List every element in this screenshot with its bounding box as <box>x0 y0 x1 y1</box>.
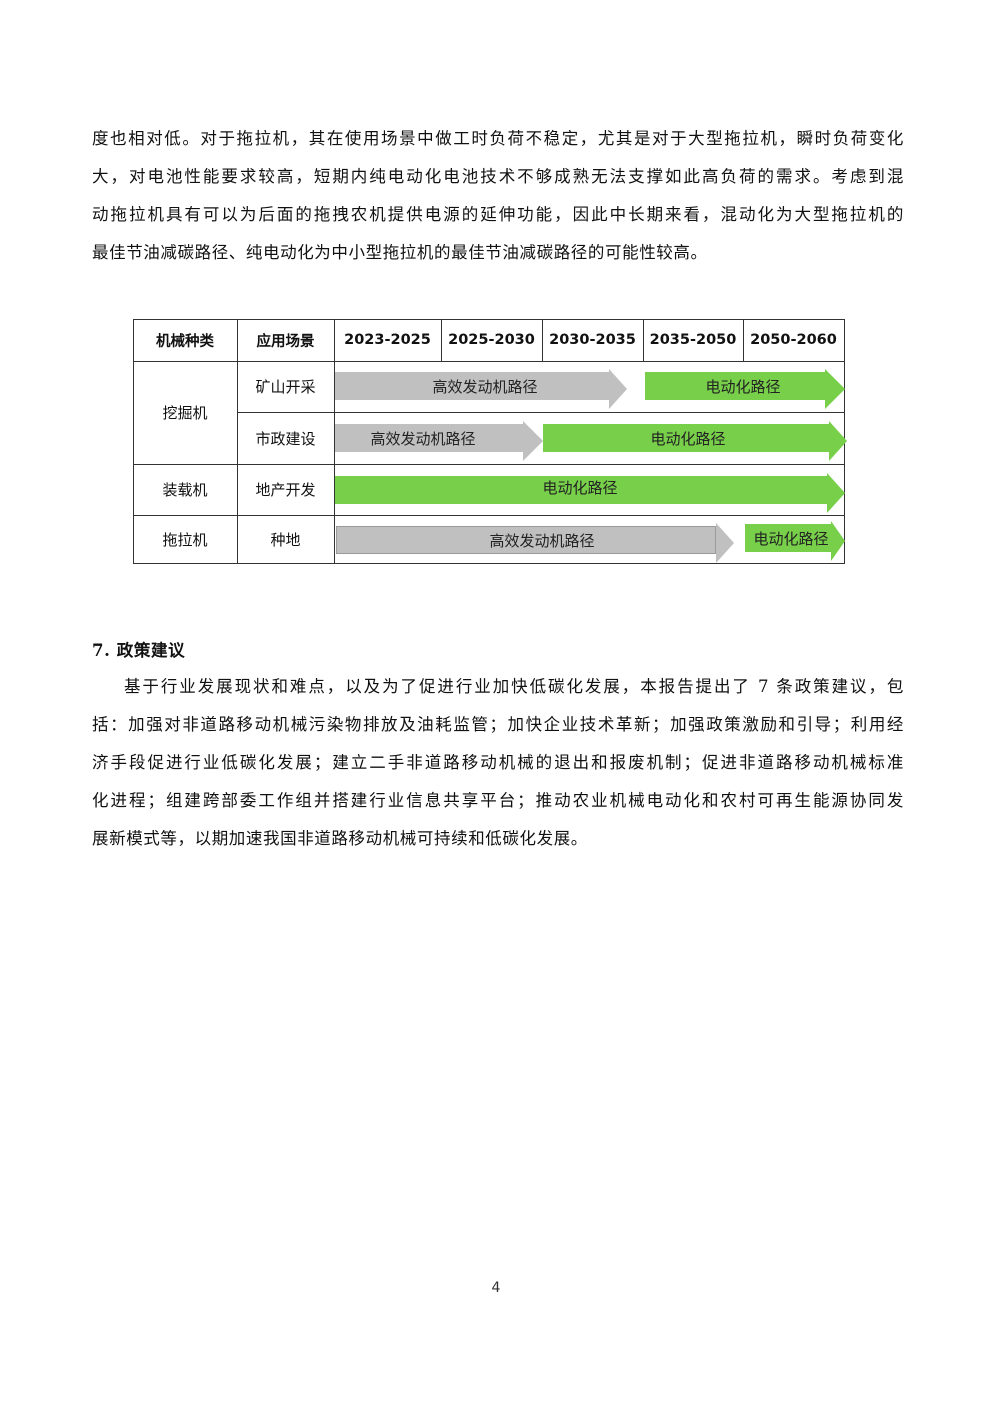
electric-path-arrow: 电动化路径 <box>335 473 845 513</box>
text-line: 展新模式等，以期加速我国非道路移动机械可持续和低碳化发展。 <box>92 829 588 848</box>
header-period: 2035-2050 <box>649 332 737 348</box>
arrow-label: 电动化路径 <box>542 479 618 497</box>
electric-path-arrow: 电动化路径 <box>645 369 845 409</box>
page-number: 4 <box>491 1280 501 1296</box>
arrow-label: 高效发动机路径 <box>432 377 538 396</box>
text-line: 大，对电池性能要求较高，短期内纯电动化电池技术不够成熟无法支撑如此高负荷的需求。… <box>92 167 904 186</box>
scenario-farming: 种地 <box>270 530 301 549</box>
text-line: 化进程；组建跨部委工作组并搭建行业信息共享平台；推动农业机械电动化和农村可再生能… <box>92 791 904 810</box>
machine-tractor: 拖拉机 <box>162 530 208 549</box>
text-line: 济手段促进行业低碳化发展；建立二手非道路移动机械的退出和报废机制；促进非道路移动… <box>92 753 904 772</box>
header-machine-type: 机械种类 <box>156 333 214 350</box>
scenario-municipal: 市政建设 <box>255 429 316 448</box>
machine-loader: 装载机 <box>162 481 208 499</box>
text-line: 动拖拉机具有可以为后面的拖拽农机提供电源的延伸功能，因此中长期来看，混动化为大型… <box>92 205 904 224</box>
roadmap-table: 机械种类 应用场景 2023-2025 2025-2030 2030-2035 … <box>133 319 847 564</box>
header-period: 2025-2030 <box>448 332 535 348</box>
text-line: 最佳节油减碳路径、纯电动化为中小型拖拉机的最佳节油减碳路径的可能性较高。 <box>92 243 708 262</box>
machine-excavator: 挖掘机 <box>162 404 208 422</box>
engine-path-arrow: 高效发动机路径 <box>335 369 627 409</box>
text-line: 基于行业发展现状和难点，以及为了促进行业加快低碳化发展，本报告提出了 7 条政策… <box>124 677 904 696</box>
arrow-label: 高效发动机路径 <box>489 531 595 550</box>
text-line: 括：加强对非道路移动机械污染物排放及油耗监管；加快企业技术革新；加强政策激励和引… <box>92 715 904 734</box>
arrow-label: 高效发动机路径 <box>370 429 476 448</box>
electric-path-arrow: 电动化路径 <box>745 521 846 561</box>
scenario-mining: 矿山开采 <box>255 378 316 396</box>
header-period: 2023-2025 <box>344 332 431 348</box>
engine-path-arrow: 高效发动机路径 <box>335 421 543 461</box>
engine-path-arrow: 高效发动机路径 <box>336 523 734 563</box>
arrow-label: 电动化路径 <box>650 429 726 448</box>
arrow-label: 电动化路径 <box>753 529 829 548</box>
scenario-real-estate: 地产开发 <box>255 481 316 499</box>
header-period: 2050-2060 <box>750 332 837 348</box>
section-heading: 7. 政策建议 <box>92 641 186 660</box>
arrow-label: 电动化路径 <box>705 377 781 396</box>
text-line: 度也相对低。对于拖拉机，其在使用场景中做工时负荷不稳定，尤其是对于大型拖拉机，瞬… <box>92 129 904 148</box>
electric-path-arrow: 电动化路径 <box>543 421 847 461</box>
header-application: 应用场景 <box>256 333 315 350</box>
header-period: 2030-2035 <box>549 332 636 348</box>
